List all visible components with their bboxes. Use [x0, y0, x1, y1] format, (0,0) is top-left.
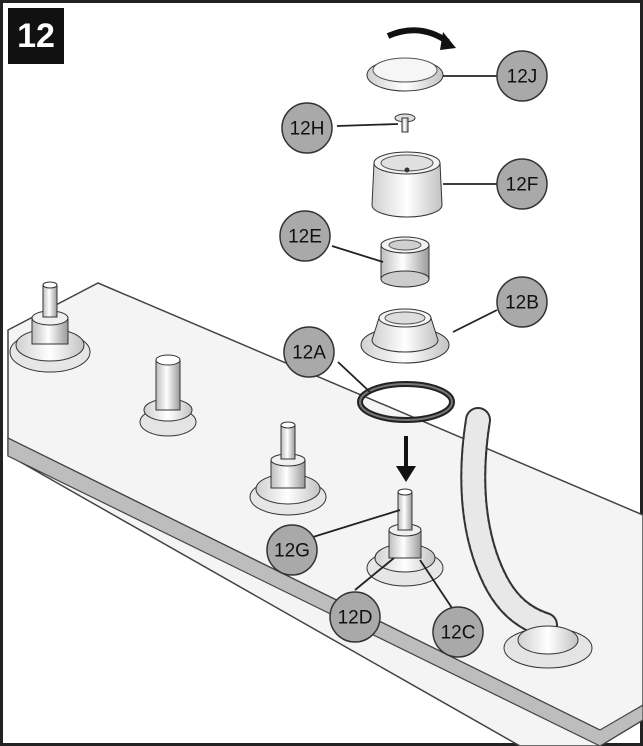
left-valve — [9, 281, 91, 373]
callout-12h: 12H — [281, 102, 333, 154]
part-cap-12j — [366, 27, 456, 92]
callout-12e: 12E — [279, 210, 331, 262]
callout-12g: 12G — [266, 524, 318, 576]
svg-text:12A: 12A — [292, 343, 326, 364]
callout-12j: 12J — [496, 50, 548, 102]
callout-12d: 12D — [329, 591, 381, 643]
diverter-stub — [139, 354, 197, 437]
callout-12f: 12F — [496, 158, 548, 210]
insert-arrow — [396, 436, 416, 482]
callout-12c: 12C — [432, 606, 484, 658]
svg-text:12C: 12C — [441, 623, 476, 644]
part-sleeve-12f — [371, 151, 443, 218]
svg-text:12J: 12J — [507, 67, 538, 88]
front-valve — [366, 488, 444, 587]
middle-valve — [249, 421, 327, 516]
part-oring-12a — [357, 381, 455, 423]
step-number-badge: 12 — [8, 8, 64, 64]
svg-text:12H: 12H — [290, 119, 325, 140]
svg-text:12G: 12G — [274, 541, 310, 562]
callout-12b: 12B — [496, 276, 548, 328]
svg-text:12F: 12F — [506, 175, 539, 196]
svg-text:12D: 12D — [338, 608, 373, 629]
callout-12a: 12A — [283, 326, 335, 378]
svg-text:12B: 12B — [505, 293, 539, 314]
part-flange-12b — [360, 308, 450, 364]
part-screw-12h — [394, 113, 416, 133]
part-nut-12e — [380, 236, 430, 288]
leader-lines — [312, 75, 498, 609]
svg-text:12E: 12E — [288, 227, 322, 248]
flexible-hose — [460, 407, 593, 669]
